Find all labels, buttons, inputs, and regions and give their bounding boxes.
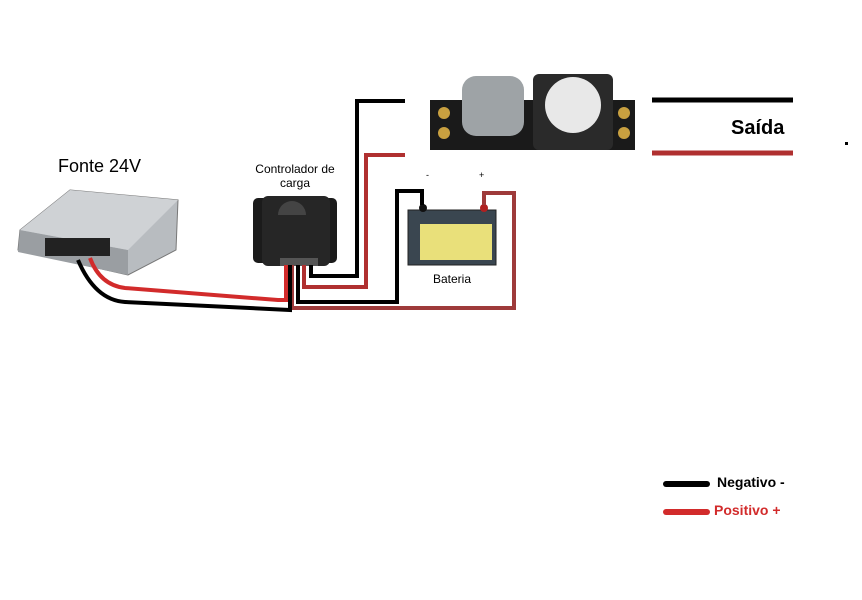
battery-label: Bateria	[433, 272, 472, 286]
wire-controller-output-positive	[302, 153, 405, 289]
charge-controller	[253, 196, 337, 266]
wire-controller-output-negative	[309, 99, 405, 278]
wire-supply-positive	[88, 257, 288, 302]
controller-label-line1: Controlador de	[255, 162, 335, 176]
controller-label-line2: carga	[279, 176, 311, 190]
legend-positive-label: Positivo +	[714, 502, 781, 518]
dc-dc-module	[430, 74, 635, 150]
power-supply-unit	[17, 189, 179, 276]
battery-positive-mark: +	[479, 170, 485, 180]
battery-negative-mark: -	[426, 170, 429, 180]
battery-image	[407, 204, 497, 266]
wire-battery-negative	[296, 189, 424, 304]
controller-label: Controlador de carga	[252, 162, 338, 190]
wire-supply-negative	[76, 259, 292, 313]
legend-negative-label: Negativo -	[717, 474, 785, 490]
output-label: Saída	[731, 117, 785, 139]
power-supply-label: Fonte 24V	[58, 156, 142, 176]
